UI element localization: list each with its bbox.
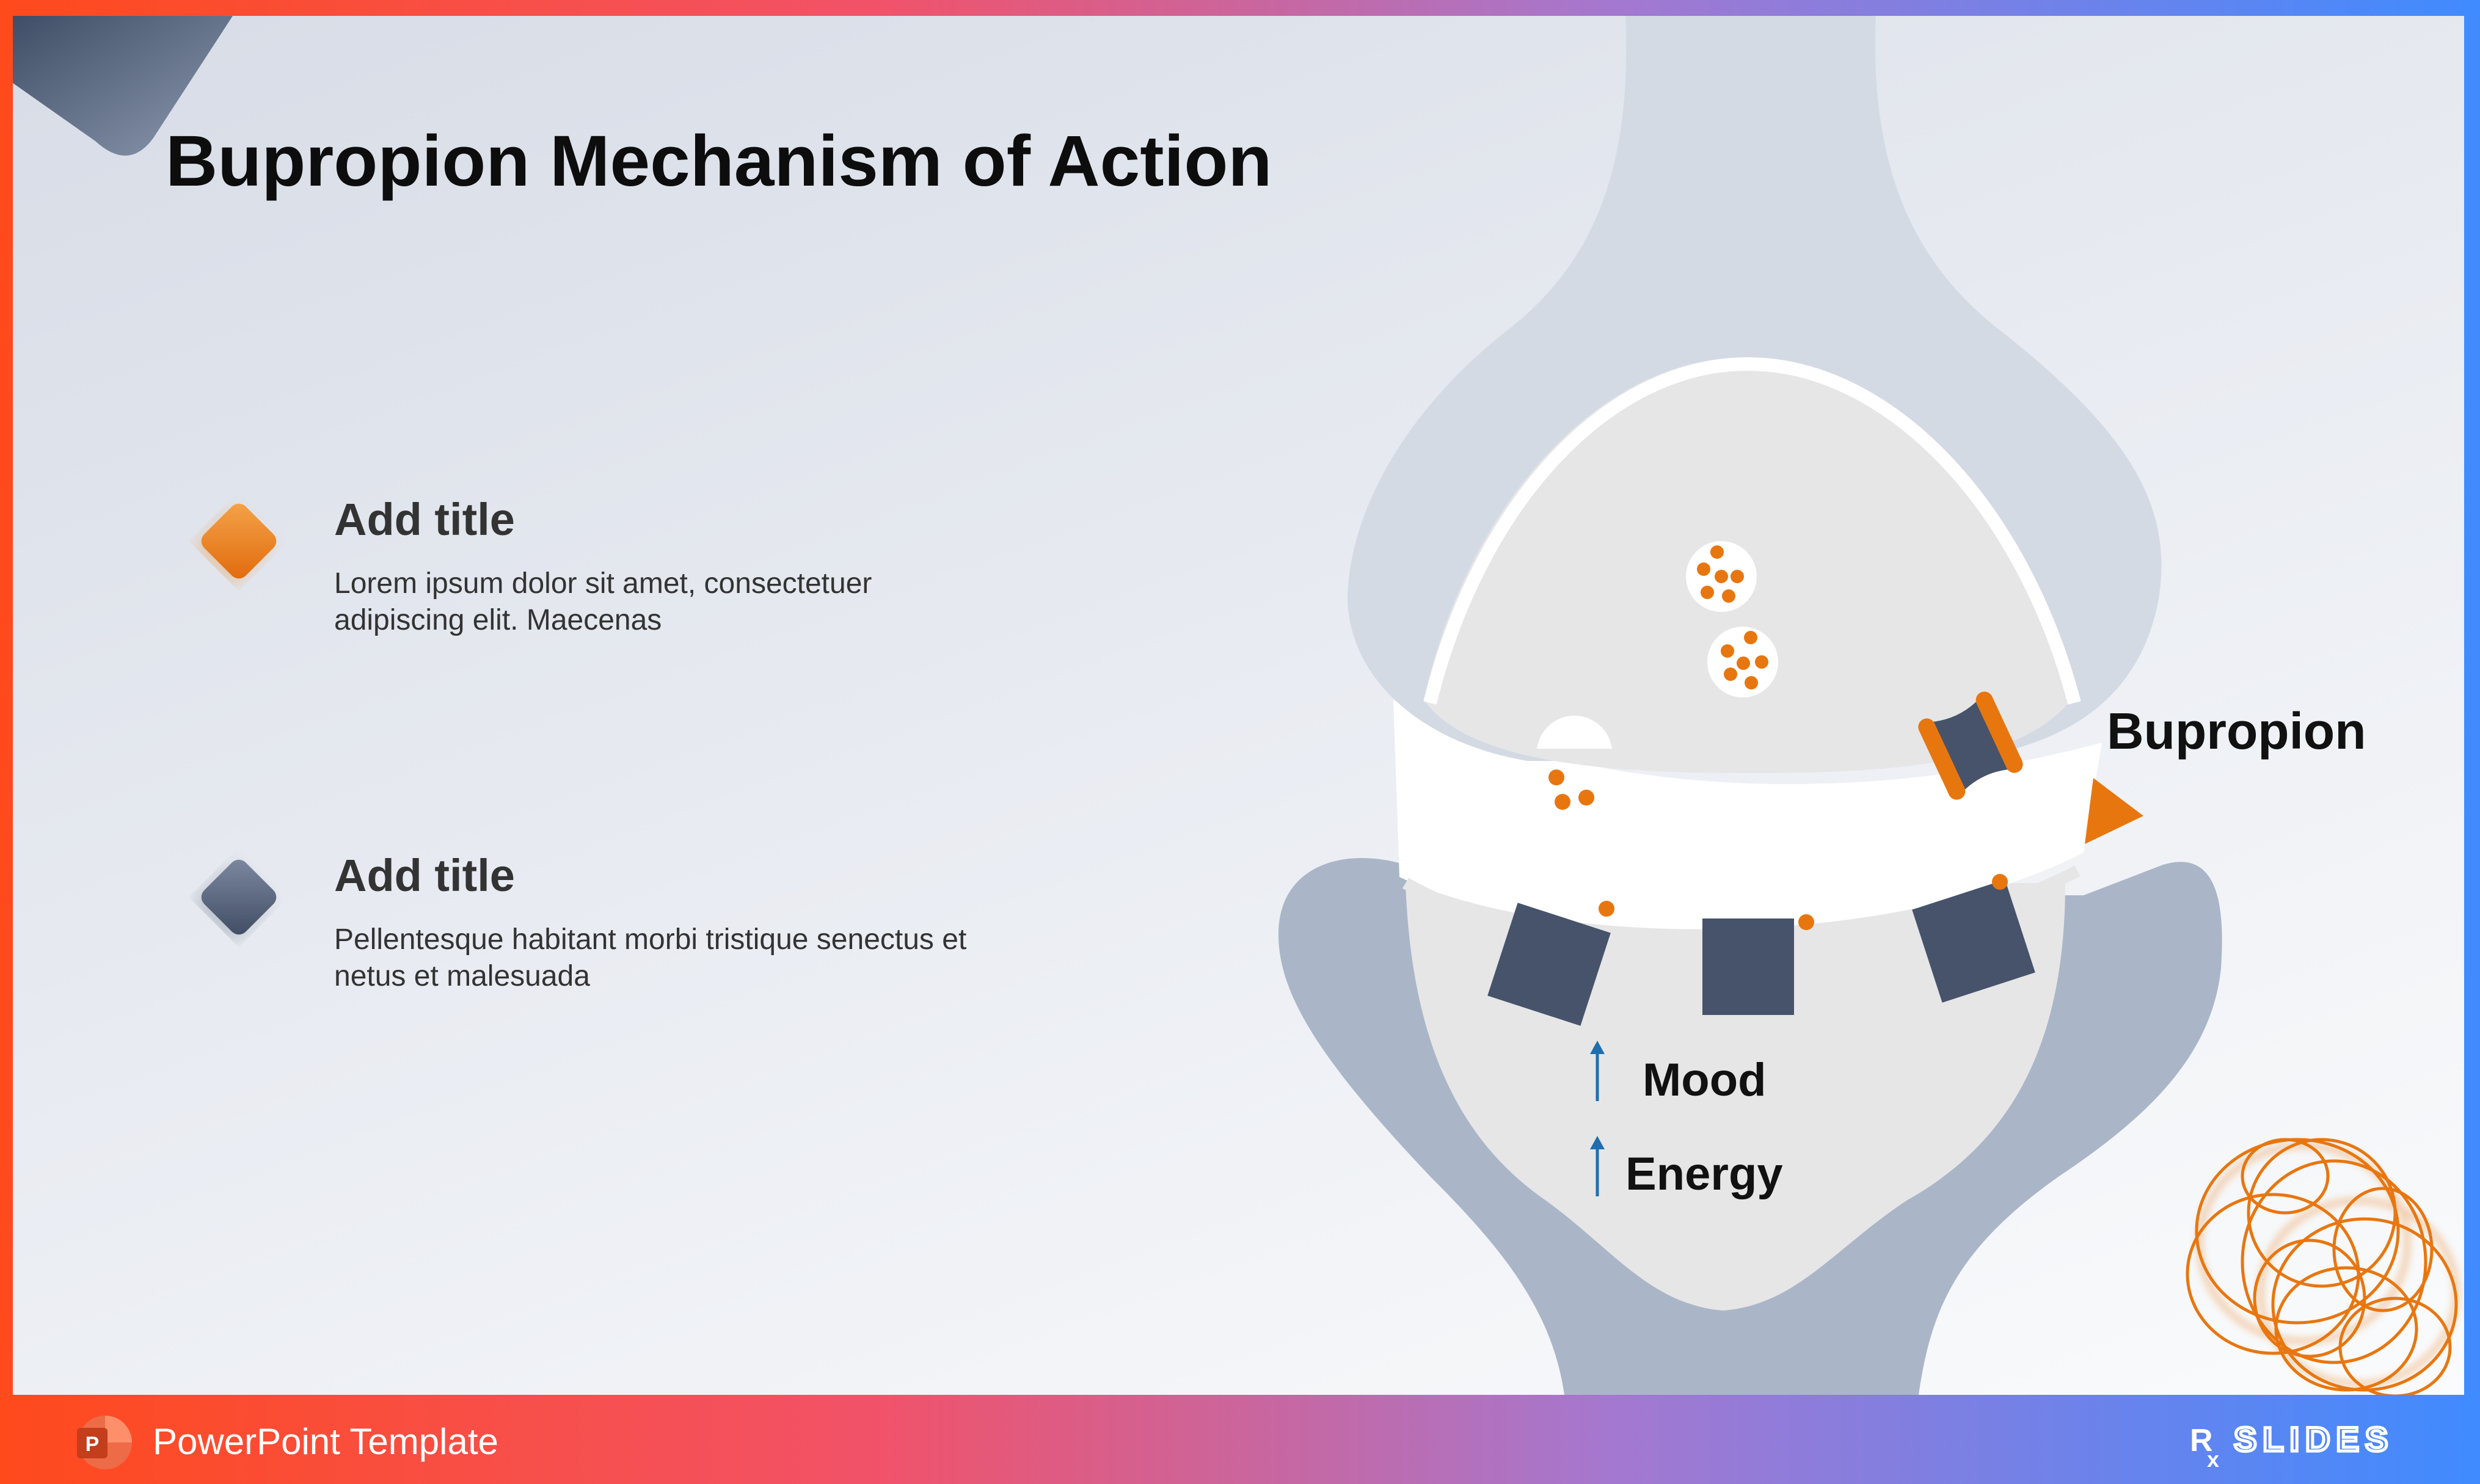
svg-text:x: x — [2207, 1447, 2219, 1472]
slide-title: Bupropion Mechanism of Action — [166, 120, 1272, 203]
effect-label-mood: Mood — [1643, 1054, 1767, 1106]
bupropion-triangle-icon — [2085, 778, 2143, 844]
item-body: Pellentesque habitant morbi tristique se… — [334, 922, 1006, 995]
slide-canvas: Bupropion Mood Energy Bupropion Mechanis… — [13, 16, 2464, 1395]
synapse-diagram: Bupropion Mood Energy — [13, 16, 2464, 1395]
footer-label: PowerPoint Template — [153, 1420, 498, 1463]
brand-logo: R x SLIDES — [2190, 1413, 2410, 1474]
item-body: Lorem ipsum dolor sit amet, consectetuer… — [334, 566, 1006, 639]
vesicle — [1686, 541, 1757, 612]
item-title: Add title — [334, 493, 515, 545]
orange-diamond-icon — [178, 480, 300, 602]
svg-text:SLIDES: SLIDES — [2234, 1420, 2394, 1458]
powerpoint-icon: P — [73, 1413, 132, 1472]
drug-label: Bupropion — [2107, 702, 2366, 760]
item-title: Add title — [334, 849, 515, 901]
vesicle — [1707, 627, 1778, 697]
scribble-decoration — [2187, 1140, 2456, 1395]
effect-label-energy: Energy — [1625, 1148, 1783, 1200]
slate-diamond-icon — [178, 836, 300, 958]
svg-text:P: P — [86, 1433, 100, 1456]
footer-bar: P PowerPoint Template R x SLIDES — [0, 1395, 2480, 1484]
